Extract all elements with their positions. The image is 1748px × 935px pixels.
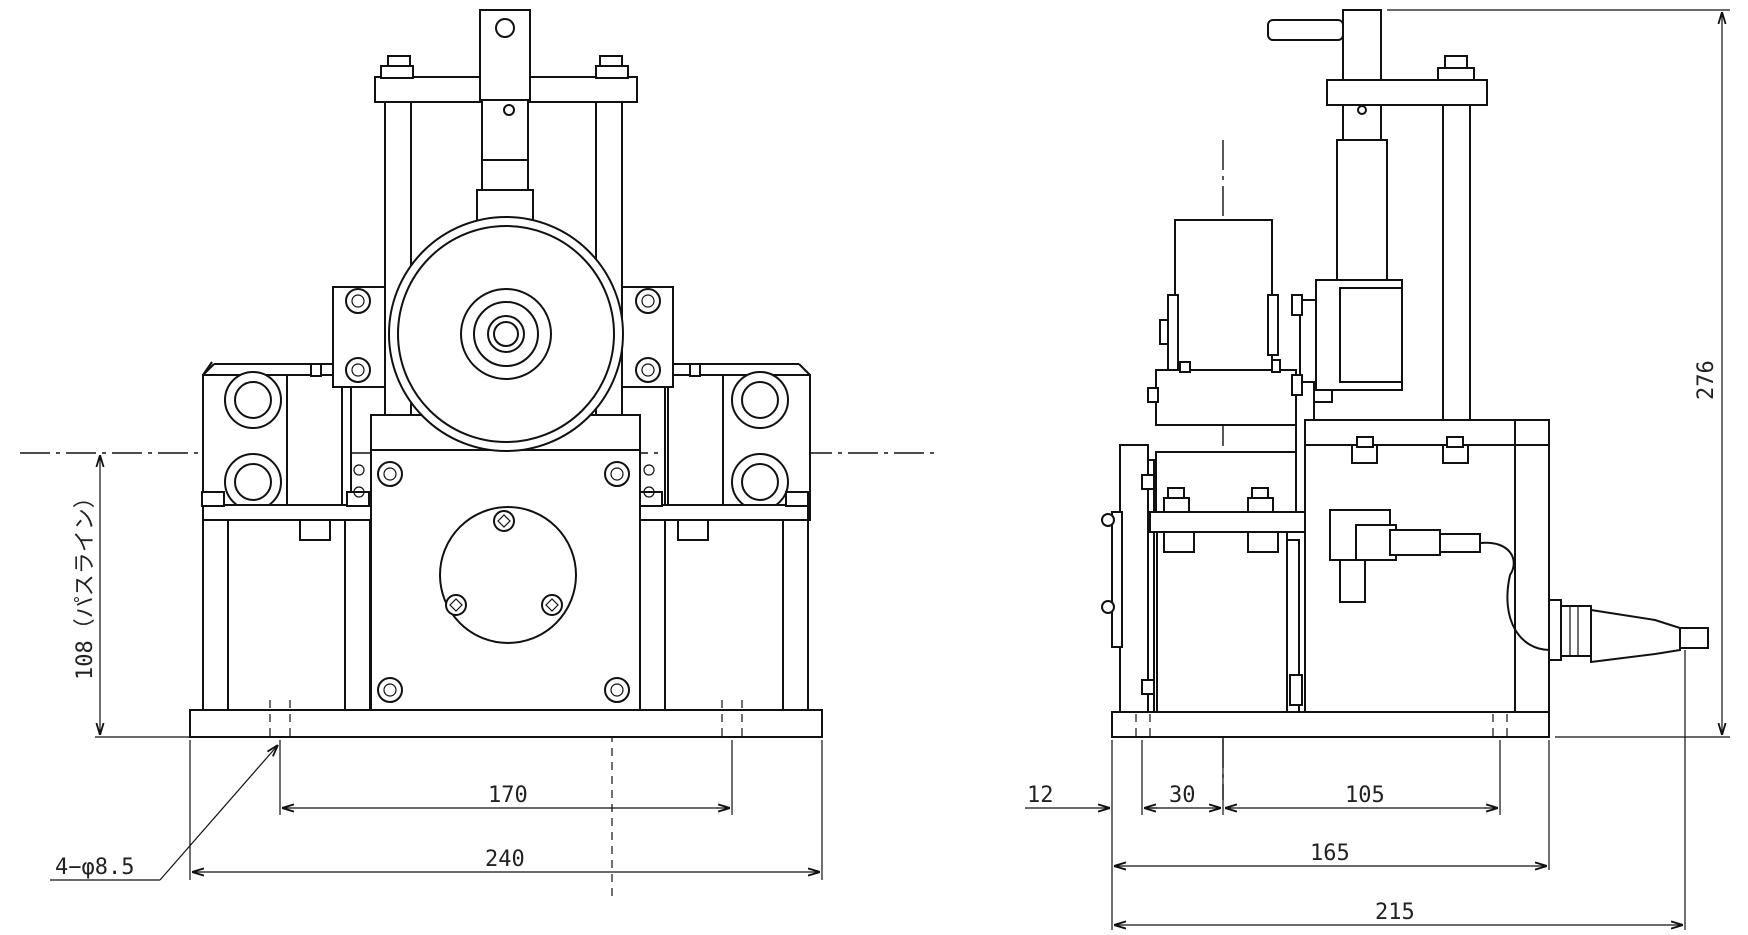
dim-215-label: 215 bbox=[1375, 900, 1415, 925]
left-rollers bbox=[224, 371, 343, 511]
side-view: 12 30 105 165 215 276 bbox=[1025, 9, 1730, 930]
drive-wheel bbox=[388, 216, 624, 452]
dim-pass-line: 108（パスライン） bbox=[73, 455, 190, 738]
hole-callout: 4−φ8.5 bbox=[50, 745, 278, 881]
dim-170-label: 170 bbox=[488, 783, 528, 808]
frame-bolts bbox=[201, 363, 809, 541]
pass-line-label: 108（パスライン） bbox=[73, 486, 98, 680]
motor-screws bbox=[377, 461, 630, 703]
side-right-frame bbox=[1304, 419, 1516, 713]
right-rollers bbox=[667, 371, 789, 511]
base-plate bbox=[189, 709, 823, 738]
dim-165-label: 165 bbox=[1310, 841, 1350, 866]
hole-callout-label: 4−φ8.5 bbox=[55, 855, 134, 880]
mount-holes-hidden bbox=[269, 700, 743, 742]
dim-30-label: 30 bbox=[1169, 783, 1196, 808]
upper-frame-bolts bbox=[345, 288, 661, 383]
side-base-plate bbox=[1111, 711, 1550, 738]
dim-12-label: 12 bbox=[1027, 783, 1054, 808]
dim-30: 30 bbox=[1144, 783, 1221, 808]
dim-240-label: 240 bbox=[485, 847, 525, 872]
dim-165: 165 bbox=[1114, 841, 1547, 866]
dim-276-label: 276 bbox=[1694, 360, 1719, 400]
dim-105: 105 bbox=[1225, 783, 1498, 808]
side-sensor bbox=[1329, 509, 1551, 651]
frame-legs bbox=[202, 504, 809, 711]
side-spindle bbox=[1342, 9, 1382, 141]
side-motor bbox=[1174, 219, 1273, 371]
side-handle bbox=[1267, 19, 1344, 41]
dim-276: 276 bbox=[1387, 9, 1730, 738]
dim-105-label: 105 bbox=[1345, 783, 1385, 808]
spindle-top bbox=[479, 9, 531, 101]
front-view: 108（パスライン） 170 240 4−φ8.5 bbox=[20, 9, 940, 900]
dim-170: 170 bbox=[279, 740, 733, 815]
dim-12: 12 bbox=[1025, 783, 1158, 808]
dim-240: 240 bbox=[189, 740, 823, 880]
side-cable-connector bbox=[1548, 599, 1709, 664]
dim-215: 215 bbox=[1114, 900, 1683, 925]
